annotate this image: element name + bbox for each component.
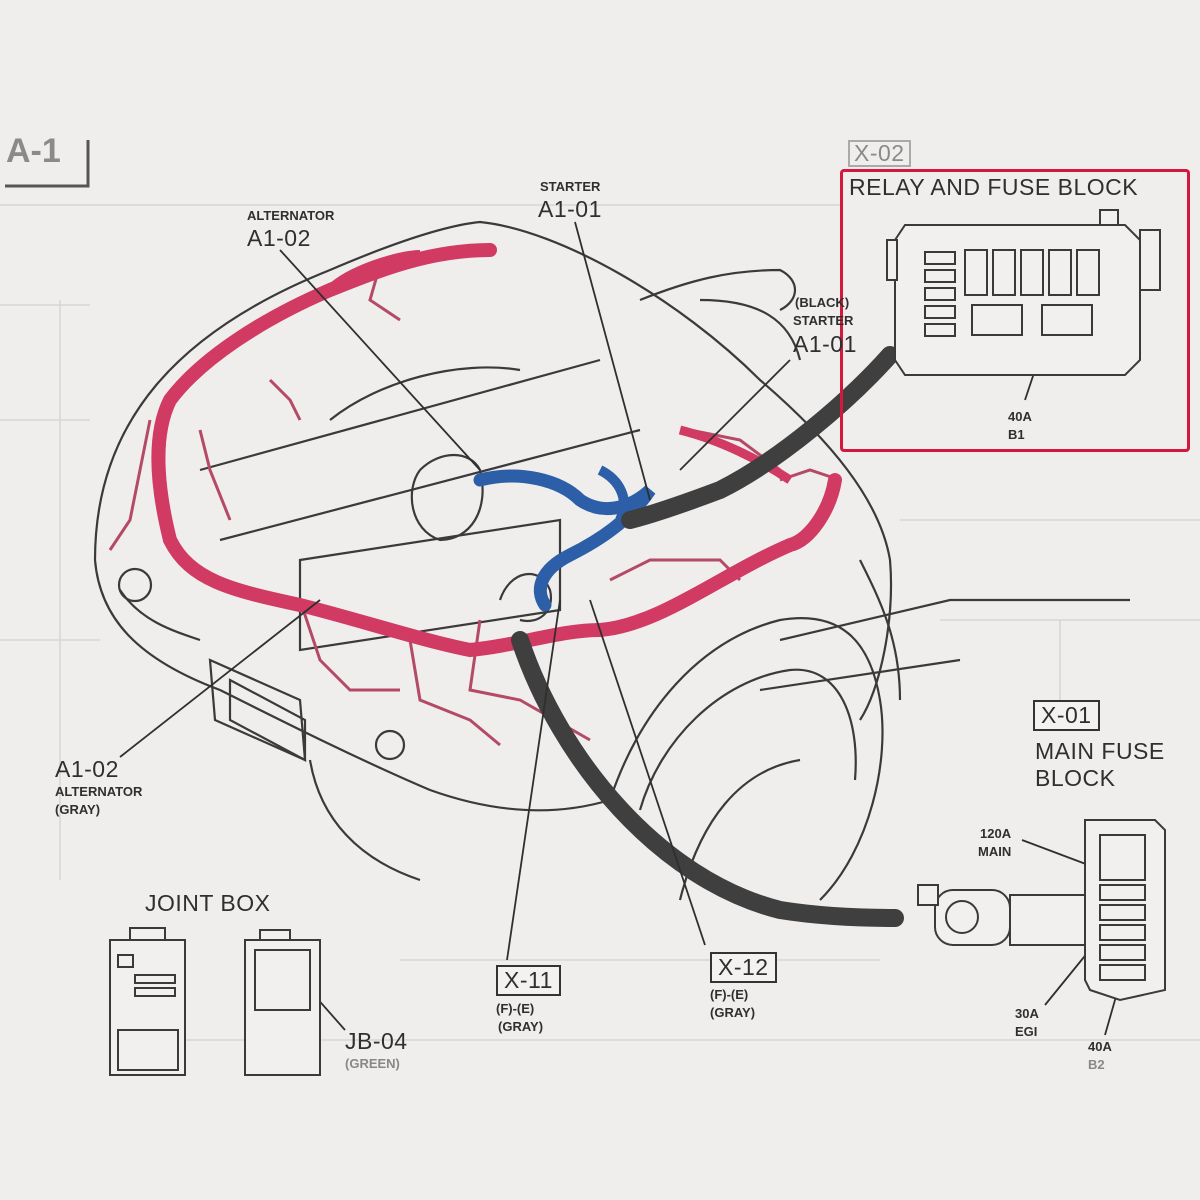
relay-fuse-block-drawing [886,209,1161,376]
joint-box-code: JB-04 [345,1028,408,1054]
alternator-bottom-note: (GRAY) [55,802,101,817]
x11-code: X-11 [496,965,561,996]
relay-fuse-block-code: X-02 [848,140,911,167]
relay-fuse-id: B1 [1008,427,1025,442]
x11-pins: (F)-(E) [496,1001,535,1016]
battery-cable-upper [621,346,899,529]
starter-black-code: A1-01 [793,331,857,357]
main-fuse-block-title-2: BLOCK [1035,765,1116,791]
x12-code: X-12 [710,952,777,983]
b2-fuse-label: B2 [1088,1057,1105,1072]
main-fuse-block-title-1: MAIN FUSE [1035,738,1165,764]
harness-red-top-branch [326,250,421,294]
alternator-label: ALTERNATOR [247,208,335,223]
main-fuse-rating: 120A [980,826,1012,841]
battery-cable-lower [511,631,904,927]
page-tab-frame [5,140,90,188]
harness-branches [108,264,841,747]
starter-black-label: STARTER [793,313,854,328]
joint-box-drawings [109,927,321,1076]
x12-color: (GRAY) [710,1005,756,1020]
background-grid [0,204,1200,1041]
starter-black-note: (BLACK) [795,295,850,310]
car-body-outline [93,220,1130,901]
x12-pins: (F)-(E) [710,987,749,1002]
joint-box-title: JOINT BOX [145,890,271,916]
x11-color: (GRAY) [498,1019,544,1034]
b2-fuse-rating: 40A [1088,1039,1112,1054]
main-fuse-label: MAIN [978,844,1012,859]
harness-blue-branch [597,465,629,523]
relay-fuse-block-highlight [840,169,1190,452]
joint-box-color: (GREEN) [345,1056,400,1071]
page-code: A-1 [6,132,61,170]
egi-fuse-rating: 30A [1015,1006,1039,1021]
alternator-bottom-code: A1-02 [55,756,119,782]
main-fuse-block-code: X-01 [1033,700,1100,731]
harness-red-right-branch [678,425,793,484]
alternator-code: A1-02 [247,225,311,251]
main-fuse-block-drawing [917,819,1166,1002]
starter-label: STARTER [540,179,601,194]
main-harness-red [151,243,842,658]
harness-blue [473,469,656,612]
relay-fuse-rating: 40A [1008,409,1032,424]
alternator-bottom-label: ALTERNATOR [55,784,143,799]
egi-fuse-label: EGI [1015,1024,1038,1039]
starter-code: A1-01 [538,196,602,222]
relay-fuse-block-title: RELAY AND FUSE BLOCK [849,174,1139,200]
